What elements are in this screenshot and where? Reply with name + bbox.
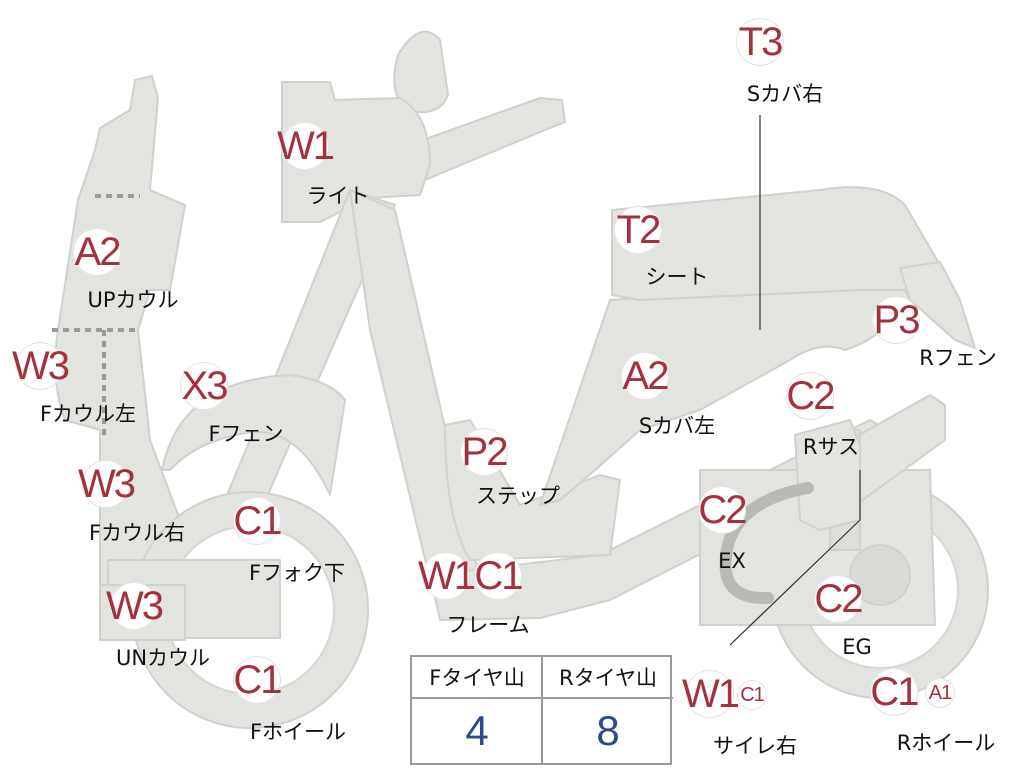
grade-badge-f-wheel: C1 (233, 656, 283, 704)
grade-badge-up-cowl: A2 (73, 228, 121, 276)
grade-badge-engine: C2 (814, 575, 864, 623)
grade-badge-f-cowl-left: W3 (12, 342, 70, 390)
part-label-f-cowl-right: Fカウル右 (88, 521, 186, 545)
part-label-f-wheel: Fホイール (249, 720, 347, 744)
tire-tread-table: Fタイヤ山 Rタイヤ山 4 8 (410, 655, 673, 765)
grade-badge-frame-2: C1 (474, 552, 524, 600)
part-label-frame: フレーム (446, 613, 530, 637)
part-label-engine: EG (842, 635, 872, 659)
part-label-seat: シート (645, 265, 709, 289)
seat-shape (611, 186, 941, 301)
part-label-silencer-right: サイレ右 (713, 734, 797, 758)
grade-badge-r-suspension: C2 (786, 372, 836, 420)
tire-table-divider (541, 657, 543, 763)
part-label-r-suspension: Rサス (802, 435, 860, 459)
part-label-up-cowl: UPカウル (87, 288, 179, 312)
grade-badge-seat: T2 (614, 206, 662, 254)
grade-badge-s-cover-left: A2 (621, 352, 669, 400)
part-label-f-fender: Fフェン (208, 422, 284, 446)
grade-badge-r-wheel-1: C1 (870, 668, 920, 716)
part-label-r-fender: Rフェン (919, 346, 997, 370)
part-label-un-cowl: UNカウル (115, 646, 211, 670)
part-label-s-cover-left: Sカバ左 (638, 414, 716, 438)
grade-badge-f-cowl-right: W3 (78, 460, 136, 508)
tire-table-header-rear: Rタイヤ山 (543, 657, 673, 699)
tire-table-header-front: Fタイヤ山 (412, 657, 542, 699)
part-label-r-wheel: Rホイール (896, 731, 996, 755)
tire-table-value-rear: 8 (596, 707, 620, 754)
grade-badge-frame-1: W1 (418, 552, 476, 600)
grade-badge-light: W1 (277, 122, 335, 170)
grade-badge-f-fork-lower: C1 (233, 497, 283, 545)
grade-badge-silencer-1: W1 (682, 670, 740, 718)
grade-badge-r-wheel-2: A1 (925, 678, 955, 708)
grade-badge-un-cowl: W3 (106, 582, 164, 630)
part-label-exhaust: EX (718, 549, 746, 573)
tire-table-value-front: 4 (465, 707, 489, 754)
headlight-shape (281, 81, 431, 223)
part-label-f-cowl-left: Fカウル左 (39, 402, 137, 426)
mirror-shape (393, 30, 449, 114)
grade-badge-exhaust: C2 (698, 486, 748, 534)
grade-badge-step: P2 (460, 428, 508, 476)
exhaust-pipe-shape (719, 482, 814, 605)
grade-badge-s-cover-right: T3 (736, 18, 784, 66)
grade-badge-f-fender: X3 (180, 362, 228, 410)
grade-badge-silencer-2: C1 (737, 680, 767, 710)
part-label-s-cover-right: Sカバ右 (746, 82, 824, 106)
part-label-light: ライト (306, 184, 370, 208)
grade-badge-r-fender: P3 (872, 296, 920, 344)
part-label-step: ステップ (476, 484, 560, 508)
part-label-f-fork-lower: Fフォク下 (248, 561, 346, 585)
